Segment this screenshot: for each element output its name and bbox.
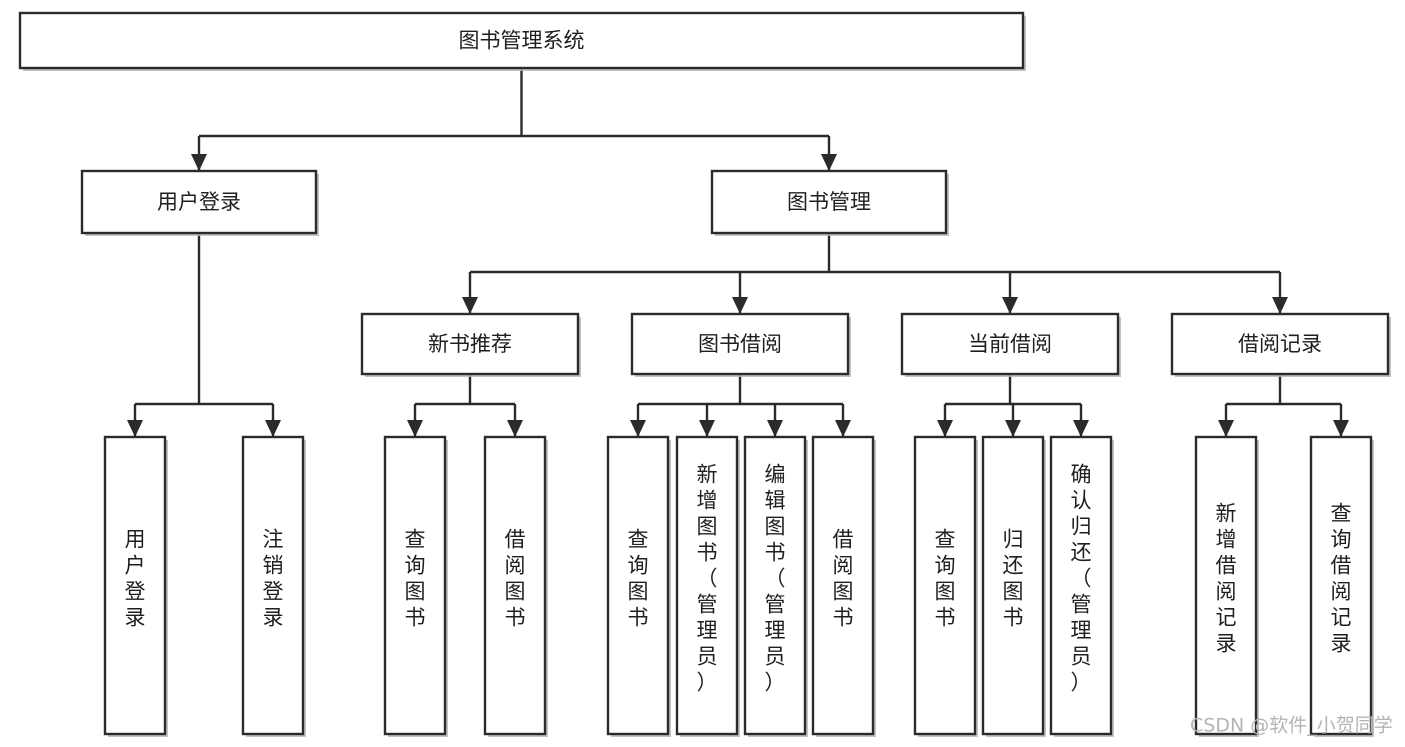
node-label: 注销登录 (263, 528, 284, 630)
node-label: 查询图书 (405, 528, 426, 630)
node-label: 借阅记录 (1238, 332, 1322, 356)
node-label: 图书借阅 (698, 332, 782, 356)
node-leaf-logout-login[interactable]: 注销登录 (241, 435, 306, 737)
node-label: 新增借阅记录 (1216, 502, 1237, 656)
node-current-borrow[interactable]: 当前借阅 (900, 312, 1121, 377)
node-box[interactable] (811, 435, 875, 736)
node-leaf-edit-book-admin[interactable]: 编辑图书（管理员） (743, 435, 808, 737)
node-leaf-borrow-book-2[interactable]: 借阅图书 (811, 435, 876, 737)
node-label: 借阅图书 (833, 528, 854, 630)
node-label: 用户登录 (125, 528, 146, 630)
node-label: 确认归还（管理员） (1071, 463, 1092, 695)
node-root[interactable]: 图书管理系统 (18, 11, 1026, 71)
node-box[interactable] (1049, 435, 1113, 736)
arrow-head-icon (835, 420, 851, 437)
node-label: 编辑图书（管理员） (765, 463, 786, 695)
node-label: 图书管理 (787, 190, 871, 214)
arrow-head-icon (265, 420, 281, 437)
node-box[interactable] (710, 169, 948, 235)
node-leaf-user-login[interactable]: 用户登录 (103, 435, 168, 737)
node-box[interactable] (18, 11, 1025, 70)
node-label: 查询借阅记录 (1331, 502, 1352, 656)
arrow-head-icon (1002, 297, 1018, 314)
arrow-head-icon (462, 297, 478, 314)
node-label: 新书推荐 (428, 332, 512, 356)
node-leaf-add-book-admin[interactable]: 新增图书（管理员） (675, 435, 740, 737)
node-box[interactable] (241, 435, 305, 736)
node-label: 新增图书（管理员） (697, 463, 718, 695)
node-leaf-query-book-2[interactable]: 查询图书 (606, 435, 671, 737)
arrow-head-icon (821, 154, 837, 171)
node-box[interactable] (360, 312, 580, 376)
node-box[interactable] (383, 435, 447, 736)
node-user-login[interactable]: 用户登录 (80, 169, 319, 236)
node-leaf-query-book-1[interactable]: 查询图书 (383, 435, 448, 737)
node-label: 用户登录 (157, 190, 241, 214)
arrow-head-icon (1333, 420, 1349, 437)
node-box[interactable] (913, 435, 977, 736)
node-box[interactable] (483, 435, 547, 736)
node-box[interactable] (675, 435, 739, 736)
node-label: 借阅图书 (505, 528, 526, 630)
node-box[interactable] (1170, 312, 1390, 376)
arrow-head-icon (1272, 297, 1288, 314)
connectors-layer (127, 68, 1349, 437)
arrow-head-icon (699, 420, 715, 437)
node-leaf-confirm-return-admin[interactable]: 确认归还（管理员） (1049, 435, 1114, 737)
arrow-head-icon (630, 420, 646, 437)
arrow-head-icon (507, 420, 523, 437)
arrow-head-icon (937, 420, 953, 437)
node-label: 查询图书 (935, 528, 956, 630)
node-box[interactable] (1194, 435, 1258, 736)
node-label: 查询图书 (628, 528, 649, 630)
node-leaf-add-borrow-record[interactable]: 新增借阅记录 (1194, 435, 1259, 737)
node-book-borrow[interactable]: 图书借阅 (630, 312, 851, 377)
node-box[interactable] (981, 435, 1045, 736)
arrow-head-icon (191, 154, 207, 171)
node-new-book-recommend[interactable]: 新书推荐 (360, 312, 581, 377)
node-box[interactable] (103, 435, 167, 736)
node-label: 归还图书 (1003, 528, 1024, 630)
arrow-head-icon (1005, 420, 1021, 437)
node-box[interactable] (630, 312, 850, 376)
csdn-watermark: CSDN @软件_小贺同学 (1190, 715, 1393, 737)
node-box[interactable] (1309, 435, 1373, 736)
node-leaf-return-book[interactable]: 归还图书 (981, 435, 1046, 737)
node-box[interactable] (80, 169, 318, 235)
node-leaf-borrow-book-1[interactable]: 借阅图书 (483, 435, 548, 737)
node-leaf-query-borrow-record[interactable]: 查询借阅记录 (1309, 435, 1374, 737)
node-label: 图书管理系统 (459, 29, 585, 53)
arrow-head-icon (767, 420, 783, 437)
node-label: 当前借阅 (968, 332, 1052, 356)
arrow-head-icon (1218, 420, 1234, 437)
node-box[interactable] (743, 435, 807, 736)
arrow-head-icon (127, 420, 143, 437)
node-borrow-record[interactable]: 借阅记录 (1170, 312, 1391, 377)
arrow-head-icon (407, 420, 423, 437)
node-box[interactable] (606, 435, 670, 736)
nodes-layer: 图书管理系统用户登录图书管理新书推荐图书借阅当前借阅借阅记录用户登录注销登录查询… (18, 11, 1391, 737)
arrow-head-icon (1073, 420, 1089, 437)
node-leaf-query-book-3[interactable]: 查询图书 (913, 435, 978, 737)
node-book-management[interactable]: 图书管理 (710, 169, 949, 236)
node-box[interactable] (900, 312, 1120, 376)
arrow-head-icon (732, 297, 748, 314)
